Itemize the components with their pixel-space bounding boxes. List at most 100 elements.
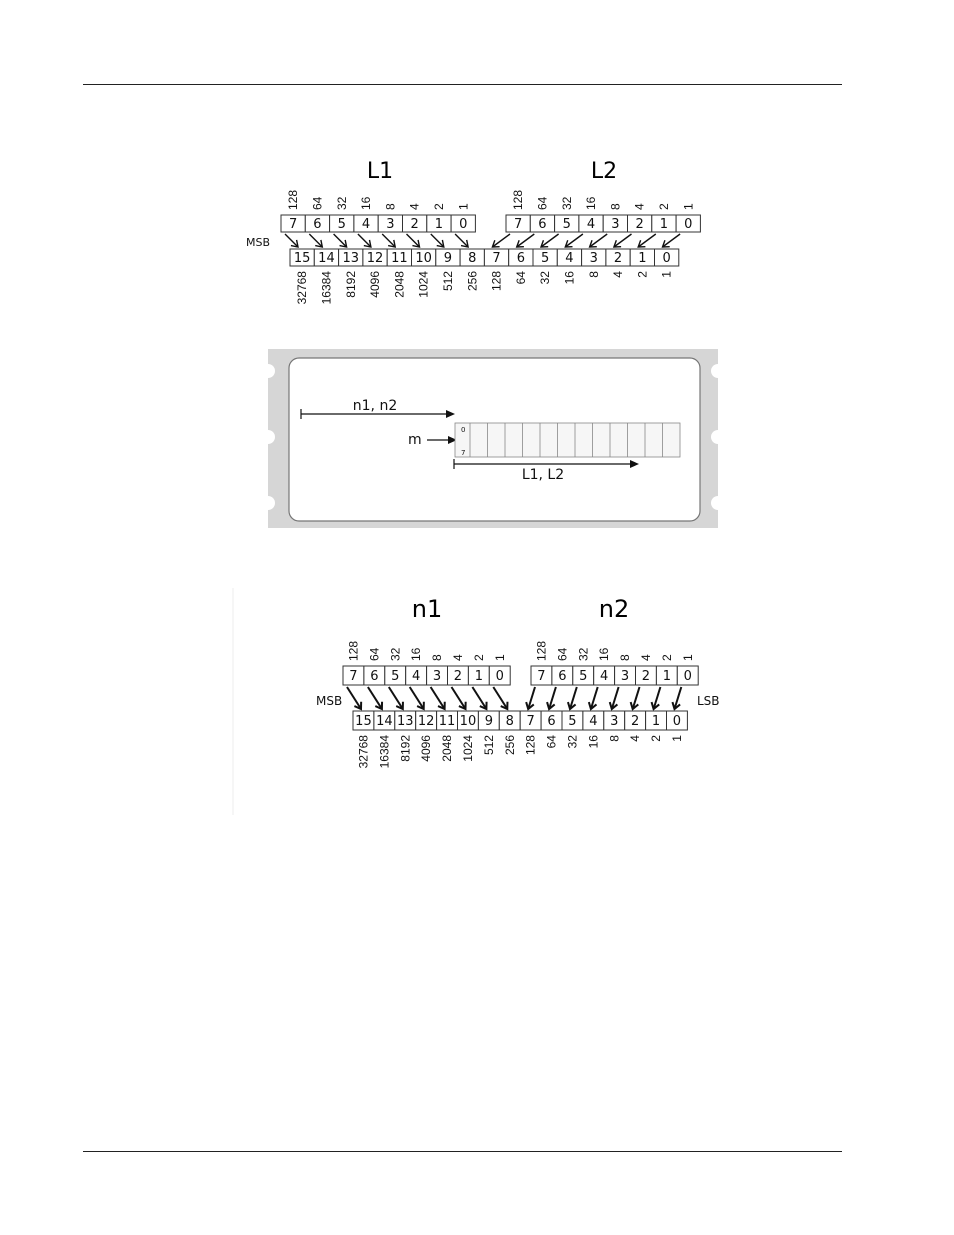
word-bit-weight: 128	[490, 271, 504, 291]
bit-mapping-arrow	[454, 233, 469, 248]
bit-mapping-arrow	[367, 686, 383, 710]
byte-bit-weight: 8	[383, 203, 397, 210]
bit-mapping-arrow-head	[500, 701, 509, 711]
m-arrow-head	[448, 436, 457, 444]
bit-mapping-arrow	[569, 686, 578, 710]
l-arrow-head	[630, 460, 639, 468]
byte-bit-number: 0	[684, 669, 692, 684]
word-bit-weight: 512	[441, 271, 455, 291]
n-offset-label: n1, n2	[353, 398, 397, 414]
bit-mapping-arrow	[387, 686, 404, 710]
figure1-title-l2: L2	[591, 159, 617, 184]
word-bit-number: 15	[355, 714, 372, 729]
row-bottom-index: 7	[461, 449, 465, 457]
byte-bit-cell	[450, 214, 476, 233]
byte-bit-number: 6	[313, 217, 321, 232]
byte-bit-weight: 128	[286, 190, 300, 210]
word-bit-weight: 32	[538, 271, 552, 285]
bit-mapping-arrow-head	[437, 701, 446, 711]
byte-bit-weight: 128	[511, 190, 525, 210]
bit-mapping-arrow-head	[515, 239, 524, 248]
byte-bit-weight: 32	[560, 196, 574, 210]
word-bit-number: 12	[418, 714, 435, 729]
byte-bit-number: 7	[349, 669, 357, 684]
word-bit-weight: 1	[670, 735, 684, 742]
bit-mapping-arrow-head	[661, 239, 670, 248]
word-bit-weight: 32768	[295, 271, 309, 305]
byte-bit-weight: 64	[310, 196, 324, 210]
bit-mapping-arrow	[589, 686, 599, 710]
word-bit-number: 0	[673, 714, 681, 729]
byte-bit-number: 2	[642, 669, 650, 684]
byte-bit-weight: 8	[608, 203, 622, 210]
figure1-title-l1: L1	[367, 159, 393, 184]
byte-bit-weight: 16	[584, 196, 598, 210]
byte-bit-weight: 1	[681, 654, 695, 661]
word-bit-weight: 2	[635, 271, 649, 278]
byte-bit-cell	[675, 214, 701, 233]
word-bit-weight: 16	[562, 271, 576, 285]
grid-frame	[454, 422, 681, 458]
bit-mapping-arrow	[429, 686, 446, 710]
bit-mapping-arrow	[527, 686, 536, 710]
word-bit-weight: 16384	[319, 271, 333, 305]
word-bit-number: 1	[652, 714, 660, 729]
word-bit-number: 14	[318, 251, 335, 266]
byte-bit-number: 4	[600, 669, 608, 684]
bit-mapping-arrow	[357, 233, 372, 248]
byte-bit-weight: 2	[472, 654, 486, 661]
m-row-label: m	[408, 432, 422, 448]
bit-mapping-arrow	[613, 233, 632, 248]
word-bit-weight: 16384	[377, 735, 391, 769]
byte-bit-number: 6	[558, 669, 566, 684]
frame-notch	[711, 430, 725, 444]
word-bit-number: 6	[547, 714, 555, 729]
word-bit-weight: 1	[660, 271, 674, 278]
byte-bit-number: 1	[475, 669, 483, 684]
byte-bit-number: 1	[663, 669, 671, 684]
figure3-msb-label: MSB	[316, 694, 342, 708]
word-bit-weight: 32768	[356, 735, 370, 769]
word-bit-number: 12	[367, 251, 384, 266]
figure-l1-l2-bit-mapping: L1 L2 MSB 712866453241638241201712866453…	[246, 159, 701, 305]
bit-mapping-arrow-head	[566, 701, 577, 711]
bit-mapping-arrow	[284, 233, 299, 248]
word-bit-weight: 4096	[368, 271, 382, 298]
bit-mapping-arrow-head	[339, 239, 348, 248]
word-bit-weight: 2048	[392, 271, 406, 298]
byte-bit-number: 0	[684, 217, 692, 232]
bit-mapping-arrow	[548, 686, 557, 710]
word-bit-number: 13	[342, 251, 359, 266]
bit-mapping-arrow	[346, 686, 362, 710]
figure1-msb-label: MSB	[246, 236, 270, 249]
byte-bit-weight: 4	[639, 654, 653, 661]
byte-bit-number: 5	[563, 217, 571, 232]
word-bit-weight: 32	[565, 735, 579, 749]
word-bit-weight: 1024	[417, 271, 431, 298]
bit-mapping-arrow	[540, 233, 560, 248]
byte-bit-weight: 16	[409, 647, 423, 661]
bit-mapping-arrow	[471, 686, 488, 710]
bit-mapping-arrow-head	[460, 239, 469, 248]
bit-mapping-arrow-head	[387, 239, 397, 248]
word-bit-weight: 256	[503, 735, 517, 755]
word-bit-number: 5	[541, 251, 549, 266]
word-bit-number: 7	[527, 714, 535, 729]
word-bit-number: 11	[439, 714, 456, 729]
bit-mapping-arrow-head	[353, 701, 363, 711]
word-bit-weight: 64	[514, 271, 528, 285]
byte-bit-number: 7	[514, 217, 522, 232]
bit-mapping-arrow	[610, 686, 620, 710]
column-grid	[454, 422, 681, 458]
byte-bit-weight: 64	[367, 647, 381, 661]
byte-bit-weight: 32	[335, 196, 349, 210]
byte-bit-number: 2	[454, 669, 462, 684]
bit-mapping-arrow-head	[650, 701, 660, 711]
bit-mapping-arrow	[450, 686, 467, 710]
bit-mapping-arrow-head	[637, 239, 646, 248]
word-bit-number: 0	[663, 251, 671, 266]
byte-bit-number: 5	[391, 669, 399, 684]
byte-bit-number: 0	[459, 217, 467, 232]
bit-mapping-arrow-head	[491, 239, 500, 248]
byte-bit-number: 3	[433, 669, 441, 684]
